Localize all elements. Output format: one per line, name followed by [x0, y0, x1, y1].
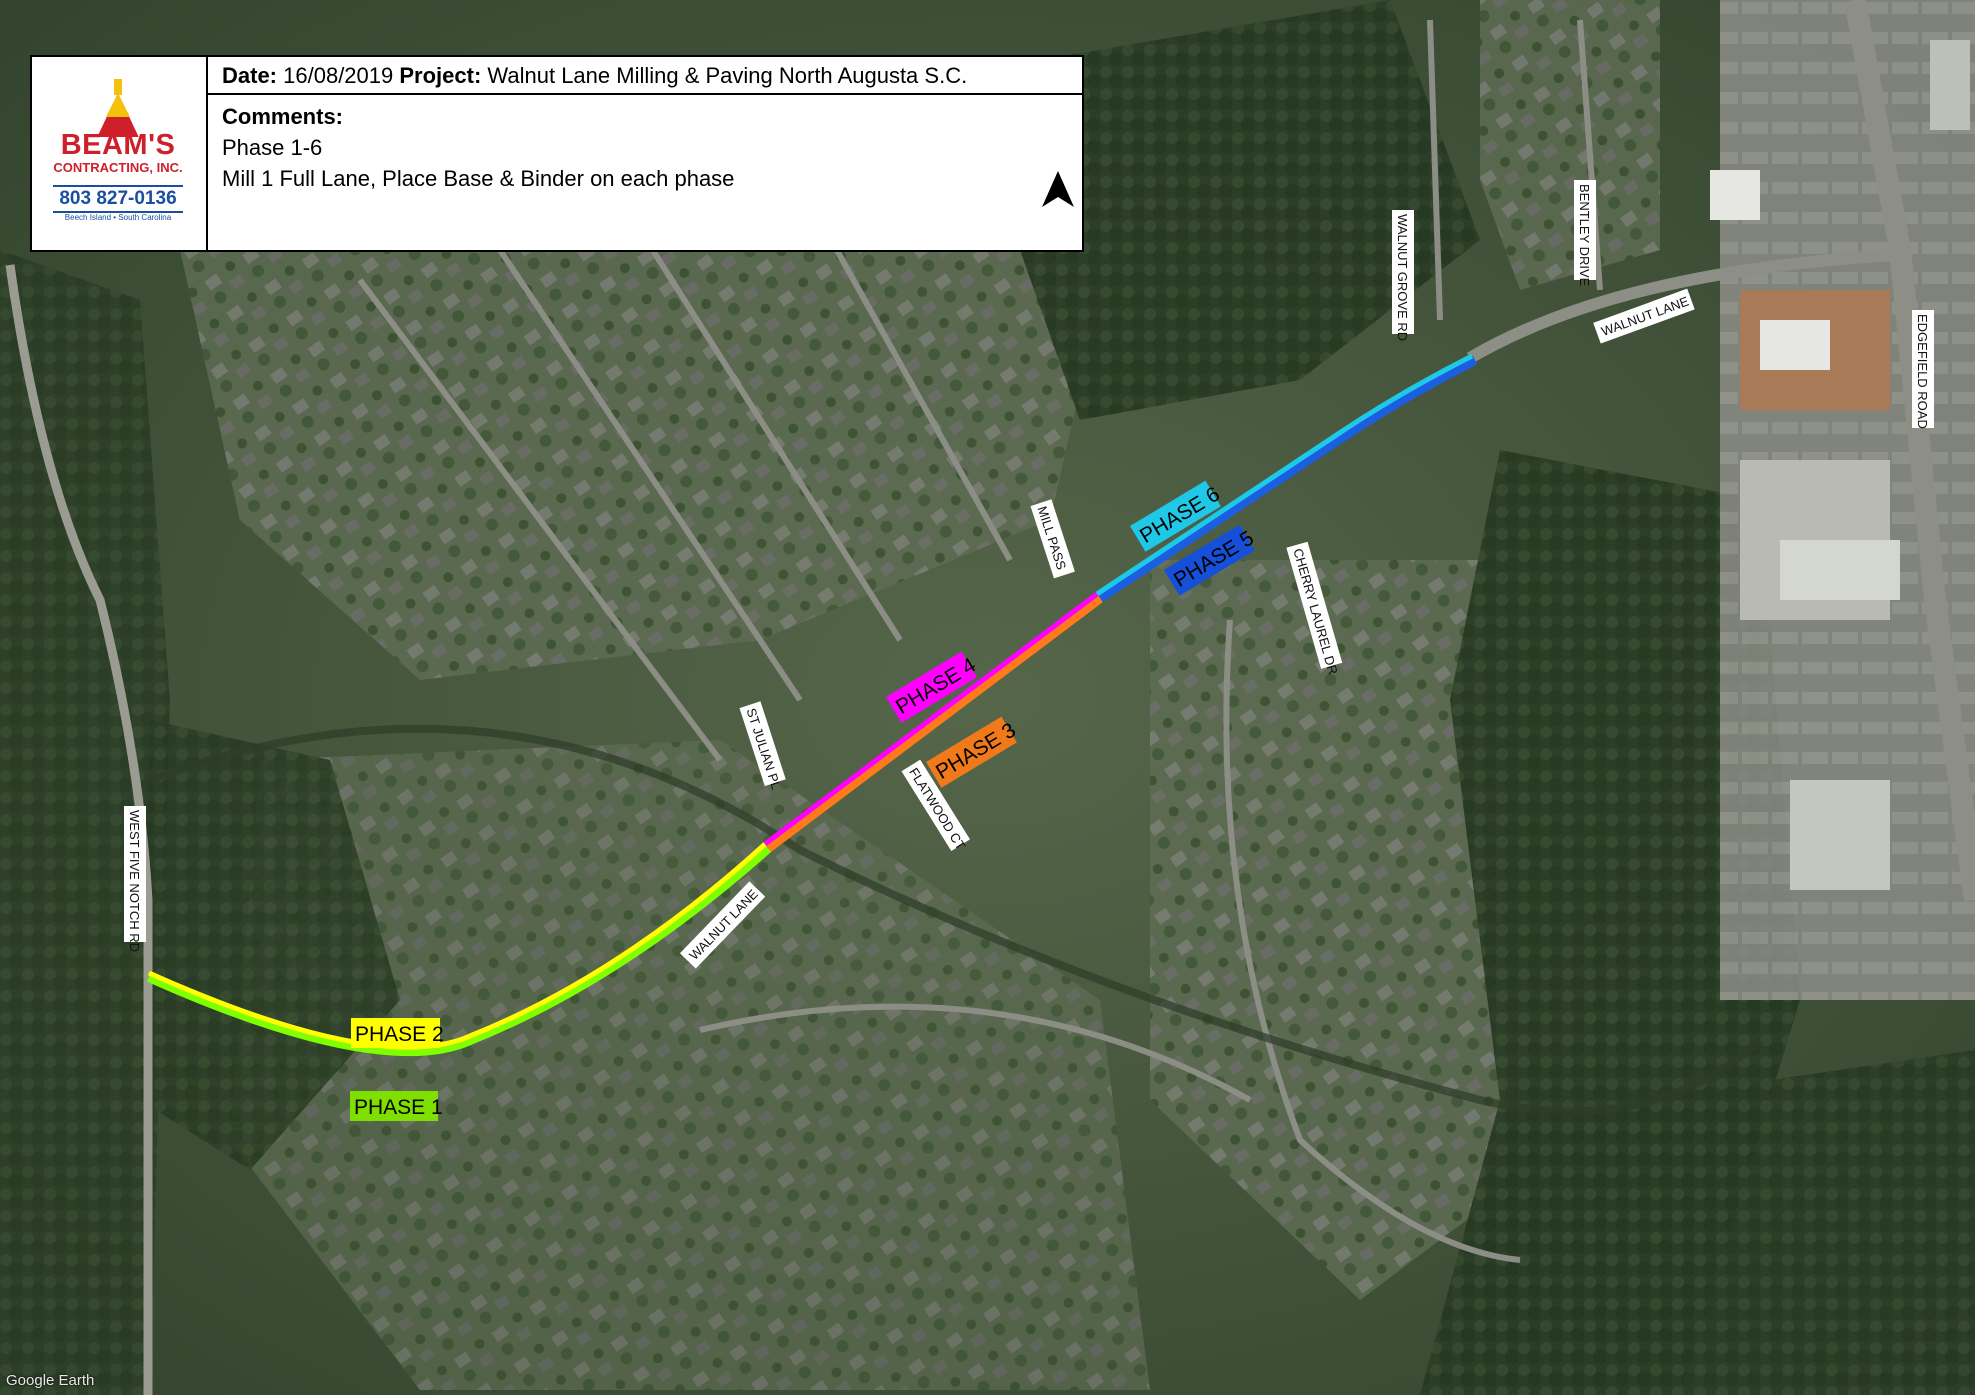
forest-area-north [1020, 0, 1480, 420]
road-cone-icon [97, 79, 139, 137]
neighborhood-street-4 [817, 218, 1013, 562]
logo-subtitle: CONTRACTING, INC. [53, 160, 183, 175]
comments-section: Comments: Phase 1-6 Mill 1 Full Lane, Pl… [208, 95, 1082, 250]
residential-area-northwest [180, 130, 1100, 680]
neighborhood-street-3 [637, 228, 903, 642]
residential-area-east [1150, 560, 1520, 1300]
building-5 [1930, 40, 1970, 130]
project-info-row: Date: 16/08/2019 Project: Walnut Lane Mi… [208, 57, 1082, 95]
company-logo: BEAM'S CONTRACTING, INC. 803 827-0136 Be… [32, 57, 208, 250]
neighborhood-street-6 [699, 1003, 1252, 1103]
date-value: 16/08/2019 [283, 63, 394, 88]
comment-line-2: Mill 1 Full Lane, Place Base & Binder on… [222, 166, 735, 191]
north-arrow-icon [1042, 171, 1074, 207]
road-label-walnut-grove: WALNUT GROVE RD [1392, 210, 1414, 341]
svg-text:BENTLEY DRIVE: BENTLEY DRIVE [1577, 184, 1592, 287]
comments-label: Comments: [222, 104, 344, 129]
building-2 [1790, 780, 1890, 890]
svg-text:PHASE 1: PHASE 1 [354, 1096, 443, 1119]
phase-2-label: PHASE 2 [351, 1018, 444, 1048]
building-1 [1780, 540, 1900, 600]
forest-area-south [1450, 1050, 1975, 1395]
phase-2-line [147, 842, 767, 1050]
phase-4-line [763, 592, 1099, 846]
road-label-bentley: BENTLEY DRIVE [1574, 180, 1596, 287]
phase-5-line [1097, 355, 1478, 603]
residential-area-northeast [1480, 0, 1660, 290]
phase-3-line [764, 594, 1104, 852]
neighborhood-street-7 [1427, 19, 1443, 321]
svg-text:EDGEFIELD ROAD: EDGEFIELD ROAD [1915, 314, 1930, 429]
svg-text:WEST FIVE NOTCH RD: WEST FIVE NOTCH RD [127, 810, 142, 952]
walnut-lane-phases [146, 353, 1478, 1057]
neighborhood-street-1 [357, 278, 723, 762]
logo-company-name: BEAM'S [60, 129, 176, 161]
road-label-edgefield: EDGEFIELD ROAD [1912, 310, 1934, 429]
neighborhood-street-8 [1577, 19, 1603, 291]
building-4 [1710, 170, 1760, 220]
phase-1-label: PHASE 1 [350, 1091, 443, 1121]
logo-phone: 803 827-0136 [53, 185, 183, 213]
comment-line-1: Phase 1-6 [222, 135, 323, 160]
phase-6-line [1095, 353, 1474, 597]
logo-location: Beech Island • South Carolina [64, 213, 172, 222]
phase-1-line [146, 844, 772, 1057]
svg-text:WALNUT GROVE RD: WALNUT GROVE RD [1395, 214, 1410, 341]
project-label: Project: [399, 63, 482, 88]
project-value: Walnut Lane Milling & Paving North Augus… [487, 63, 968, 88]
building-3 [1760, 320, 1830, 370]
forest-area-west [0, 250, 170, 1395]
road-label-west-five-notch: WEST FIVE NOTCH RD [124, 806, 146, 952]
svg-text:PHASE 2: PHASE 2 [355, 1023, 444, 1046]
neighborhood-street-2 [497, 248, 803, 702]
google-earth-watermark: Google Earth [6, 1372, 95, 1389]
forest-area-center [140, 720, 400, 1170]
date-label: Date: [222, 63, 278, 88]
walnut-lane-east-road [1466, 249, 1901, 364]
neighborhood-street-5 [1223, 619, 1521, 1263]
stream-path [148, 724, 1763, 1116]
title-block: BEAM'S CONTRACTING, INC. 803 827-0136 Be… [30, 55, 1084, 252]
